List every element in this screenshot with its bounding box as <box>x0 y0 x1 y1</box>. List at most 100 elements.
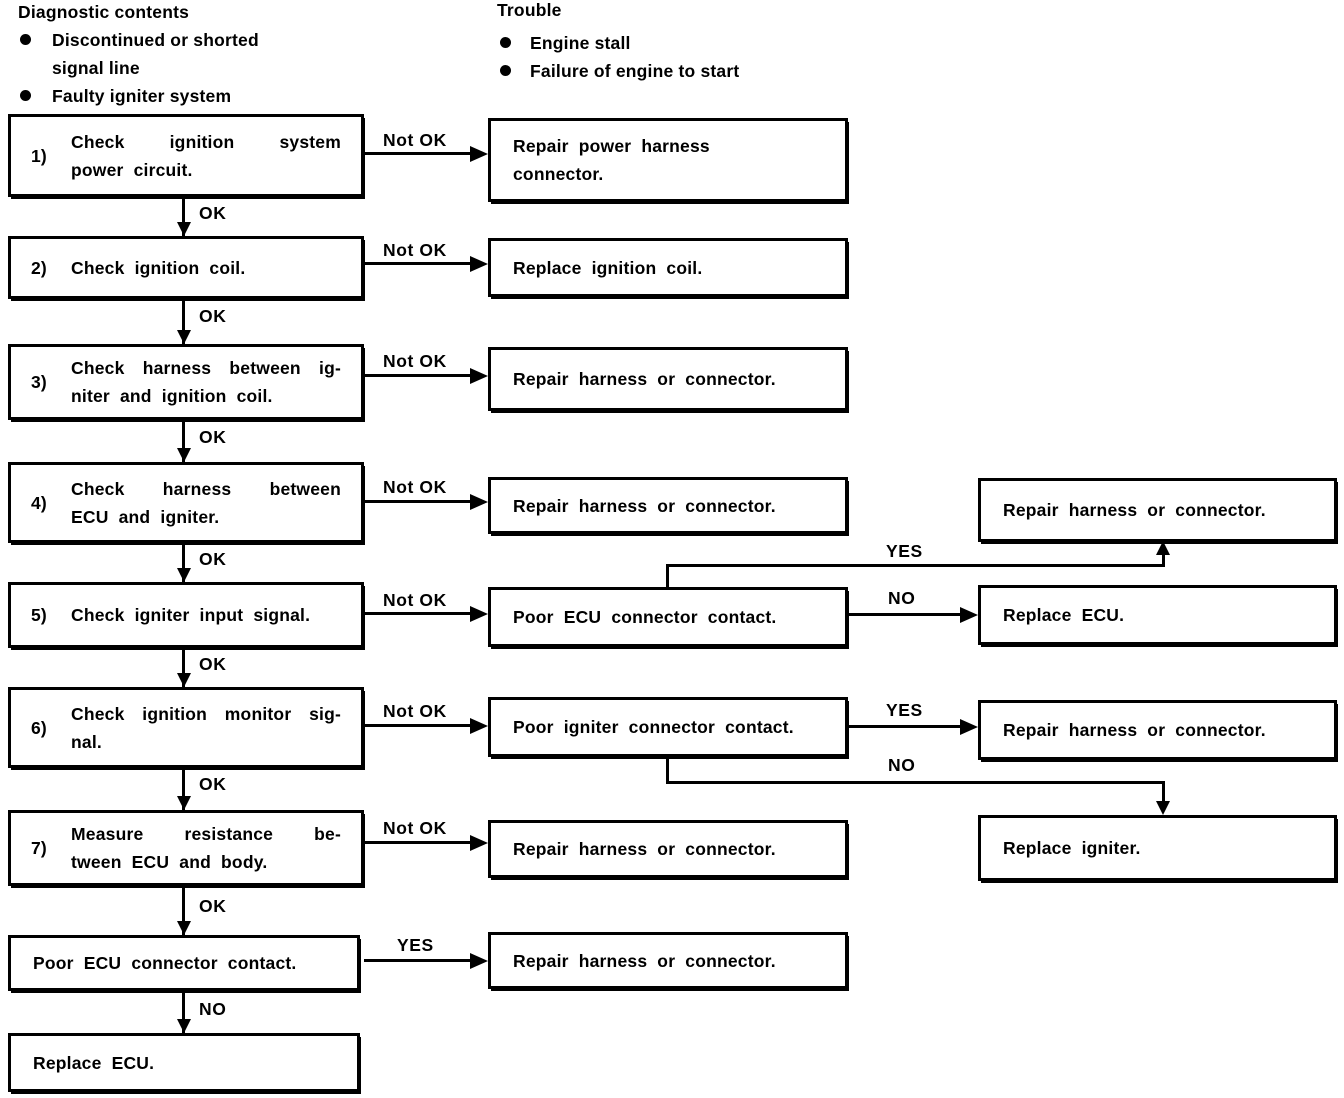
step-6-box: 6) Check ignition monitor sig-nal. <box>8 687 364 768</box>
replace-ecu-final-box: Replace ECU. <box>8 1033 360 1092</box>
no-label: NO <box>199 999 227 1019</box>
not-ok-label: Not OK <box>383 130 447 150</box>
step-text: Check ignition system <box>71 131 341 152</box>
ok-arrow-line <box>182 648 185 687</box>
arrow-down-icon <box>177 330 191 344</box>
result-repair-harness-box-row4: Repair harness or connector. <box>488 477 848 534</box>
ok-label: OK <box>199 306 227 326</box>
arrow-down-icon <box>177 921 191 935</box>
final-replace-ecu-box: Replace ECU. <box>978 585 1337 645</box>
arrow-down-icon <box>177 673 191 687</box>
ok-arrow-line <box>182 197 185 236</box>
result-repair-harness-box-row3: Repair harness or connector. <box>488 347 848 411</box>
arrow-right-icon <box>470 368 488 384</box>
ok-arrow-line <box>182 299 185 344</box>
result-text: Replace ignition coil. <box>513 257 703 278</box>
final-repair-harness-box-top: Repair harness or connector. <box>978 478 1337 542</box>
result-text: Repair harness or connector. <box>513 950 776 971</box>
final-text: Replace igniter. <box>1003 838 1141 858</box>
bullet-icon <box>500 65 511 76</box>
not-ok-label: Not OK <box>383 351 447 371</box>
result-text: Poor ECU connector contact. <box>513 607 777 627</box>
step-1-box: 1) Check ignition system power circuit. <box>8 114 364 197</box>
arrow-down-icon <box>177 448 191 462</box>
not-ok-label: Not OK <box>383 701 447 721</box>
no-connector-line <box>666 757 669 784</box>
step-number: 6) <box>31 717 47 738</box>
step-text: Check ignition coil. <box>71 257 246 278</box>
step-text: ECU and igniter. <box>71 506 220 527</box>
step-text: Measure resistance be- <box>71 824 341 844</box>
arrow-right-icon <box>960 719 978 735</box>
ok-label: OK <box>199 203 227 223</box>
diagnostic-item: Faulty igniter system <box>52 86 232 106</box>
arrow-down-icon <box>177 568 191 582</box>
ok-arrow-line <box>182 420 185 462</box>
step-text: Check igniter input signal. <box>71 605 311 625</box>
step-number: 5) <box>31 605 47 625</box>
step-text: tween ECU and body. <box>71 852 268 872</box>
no-label: NO <box>888 588 916 608</box>
not-ok-arrow-line <box>364 152 471 155</box>
bullet-icon <box>500 37 511 48</box>
step-number: 7) <box>31 838 47 858</box>
step-text: power circuit. <box>71 159 193 180</box>
poor-igniter-connector-contact-box: Poor igniter connector contact. <box>488 697 848 757</box>
result-text: Poor igniter connector contact. <box>513 717 794 737</box>
no-connector-line <box>666 781 1165 784</box>
yes-label: YES <box>886 700 923 720</box>
diagnostic-item: Discontinued or shorted signal line <box>52 30 259 78</box>
yes-connector-line <box>666 564 669 588</box>
step-5-box: 5) Check igniter input signal. <box>8 582 364 648</box>
no-label: NO <box>888 755 916 775</box>
not-ok-arrow-line <box>364 374 471 377</box>
trouble-title: Trouble <box>497 0 562 20</box>
ok-label: OK <box>199 427 227 447</box>
yes-arrow-line <box>364 959 471 962</box>
step-text: Poor ECU connector contact. <box>33 953 297 973</box>
step-text: Replace ECU. <box>33 1052 155 1073</box>
result-text: Repair power harness <box>513 136 710 156</box>
not-ok-arrow-line <box>364 724 471 727</box>
final-text: Repair harness or connector. <box>1003 500 1266 520</box>
step-text: Check harness between ig- <box>71 358 341 378</box>
step-text: nal. <box>71 731 102 752</box>
ok-label: OK <box>199 549 227 569</box>
arrow-right-icon <box>470 256 488 272</box>
step-number: 3) <box>31 372 47 392</box>
not-ok-arrow-line <box>364 841 471 844</box>
no-connector-line <box>1162 781 1165 802</box>
diagnostic-contents-title: Diagnostic contents <box>18 2 190 22</box>
final-repair-harness-box-row6: Repair harness or connector. <box>978 700 1337 760</box>
result-repair-harness-box-row8: Repair harness or connector. <box>488 932 848 989</box>
trouble-item: Failure of engine to start <box>530 61 740 81</box>
no-arrow-line <box>182 991 185 1033</box>
bullet-icon <box>20 90 31 101</box>
arrow-down-icon <box>177 222 191 236</box>
result-text: Repair harness or connector. <box>513 495 776 516</box>
arrow-down-icon <box>177 1019 191 1033</box>
arrow-down-icon <box>177 796 191 810</box>
not-ok-arrow-line <box>364 500 471 503</box>
result-text: Repair harness or connector. <box>513 839 776 859</box>
yes-connector-line <box>666 564 1165 567</box>
ok-label: OK <box>199 896 227 916</box>
not-ok-label: Not OK <box>383 590 447 610</box>
step-number: 2) <box>31 257 47 278</box>
not-ok-arrow-line <box>364 612 471 615</box>
step-number: 1) <box>31 145 47 166</box>
not-ok-arrow-line <box>364 262 471 265</box>
bullet-icon <box>20 34 31 45</box>
ok-arrow-line <box>182 543 185 582</box>
arrow-down-icon <box>1156 801 1170 815</box>
step-text: Check harness between <box>71 478 341 499</box>
arrow-right-icon <box>470 718 488 734</box>
arrow-up-icon <box>1156 541 1170 555</box>
yes-label: YES <box>886 541 923 561</box>
step-3-box: 3) Check harness between ig-niter and ig… <box>8 344 364 420</box>
poor-ecu-contact-box: Poor ECU connector contact. <box>8 935 360 991</box>
ok-label: OK <box>199 774 227 794</box>
